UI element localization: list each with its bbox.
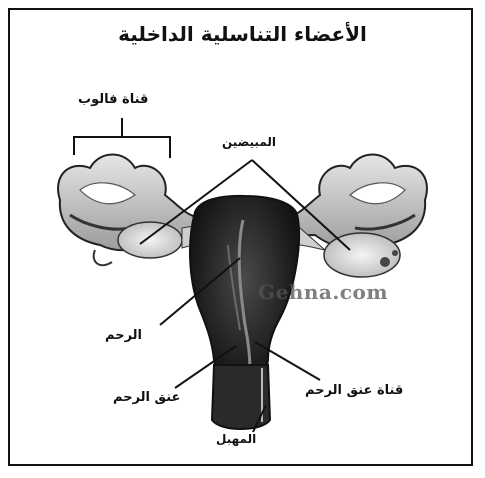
label-vagina: المهبل — [216, 432, 256, 446]
right-ovary — [324, 233, 400, 277]
label-cervix: عنق الرحم — [113, 390, 180, 405]
watermark: Gehna.com — [258, 280, 388, 304]
label-fallopian-tube: قناة فالوب — [78, 92, 148, 107]
left-ovary — [118, 222, 182, 258]
diagram-title: الأعضاء التناسلية الداخلية — [0, 22, 485, 46]
label-ovaries: المبيضين — [222, 135, 276, 149]
label-uterus: الرحم — [105, 328, 142, 343]
label-cervical-canal: قناة عنق الرحم — [305, 383, 403, 398]
